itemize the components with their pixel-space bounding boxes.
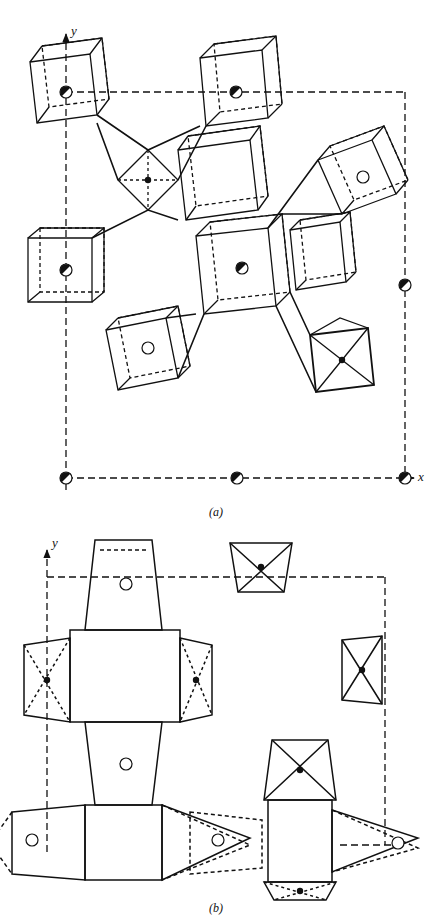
panel-label: (b) <box>209 902 223 914</box>
linking-bonds <box>92 115 342 392</box>
atoms-panel-b <box>26 564 404 894</box>
axis-label: x <box>418 470 424 483</box>
polyhedra-panel-b <box>0 540 418 900</box>
axis-label: y <box>52 536 58 549</box>
axis-label: y <box>71 24 77 37</box>
octahedra <box>118 150 374 392</box>
atoms-panel-a <box>60 86 411 484</box>
unit-cell-axes <box>47 550 402 852</box>
unit-cell-axes <box>66 34 414 490</box>
cube-polyhedra <box>28 36 408 390</box>
panel-label: (a) <box>209 506 223 518</box>
